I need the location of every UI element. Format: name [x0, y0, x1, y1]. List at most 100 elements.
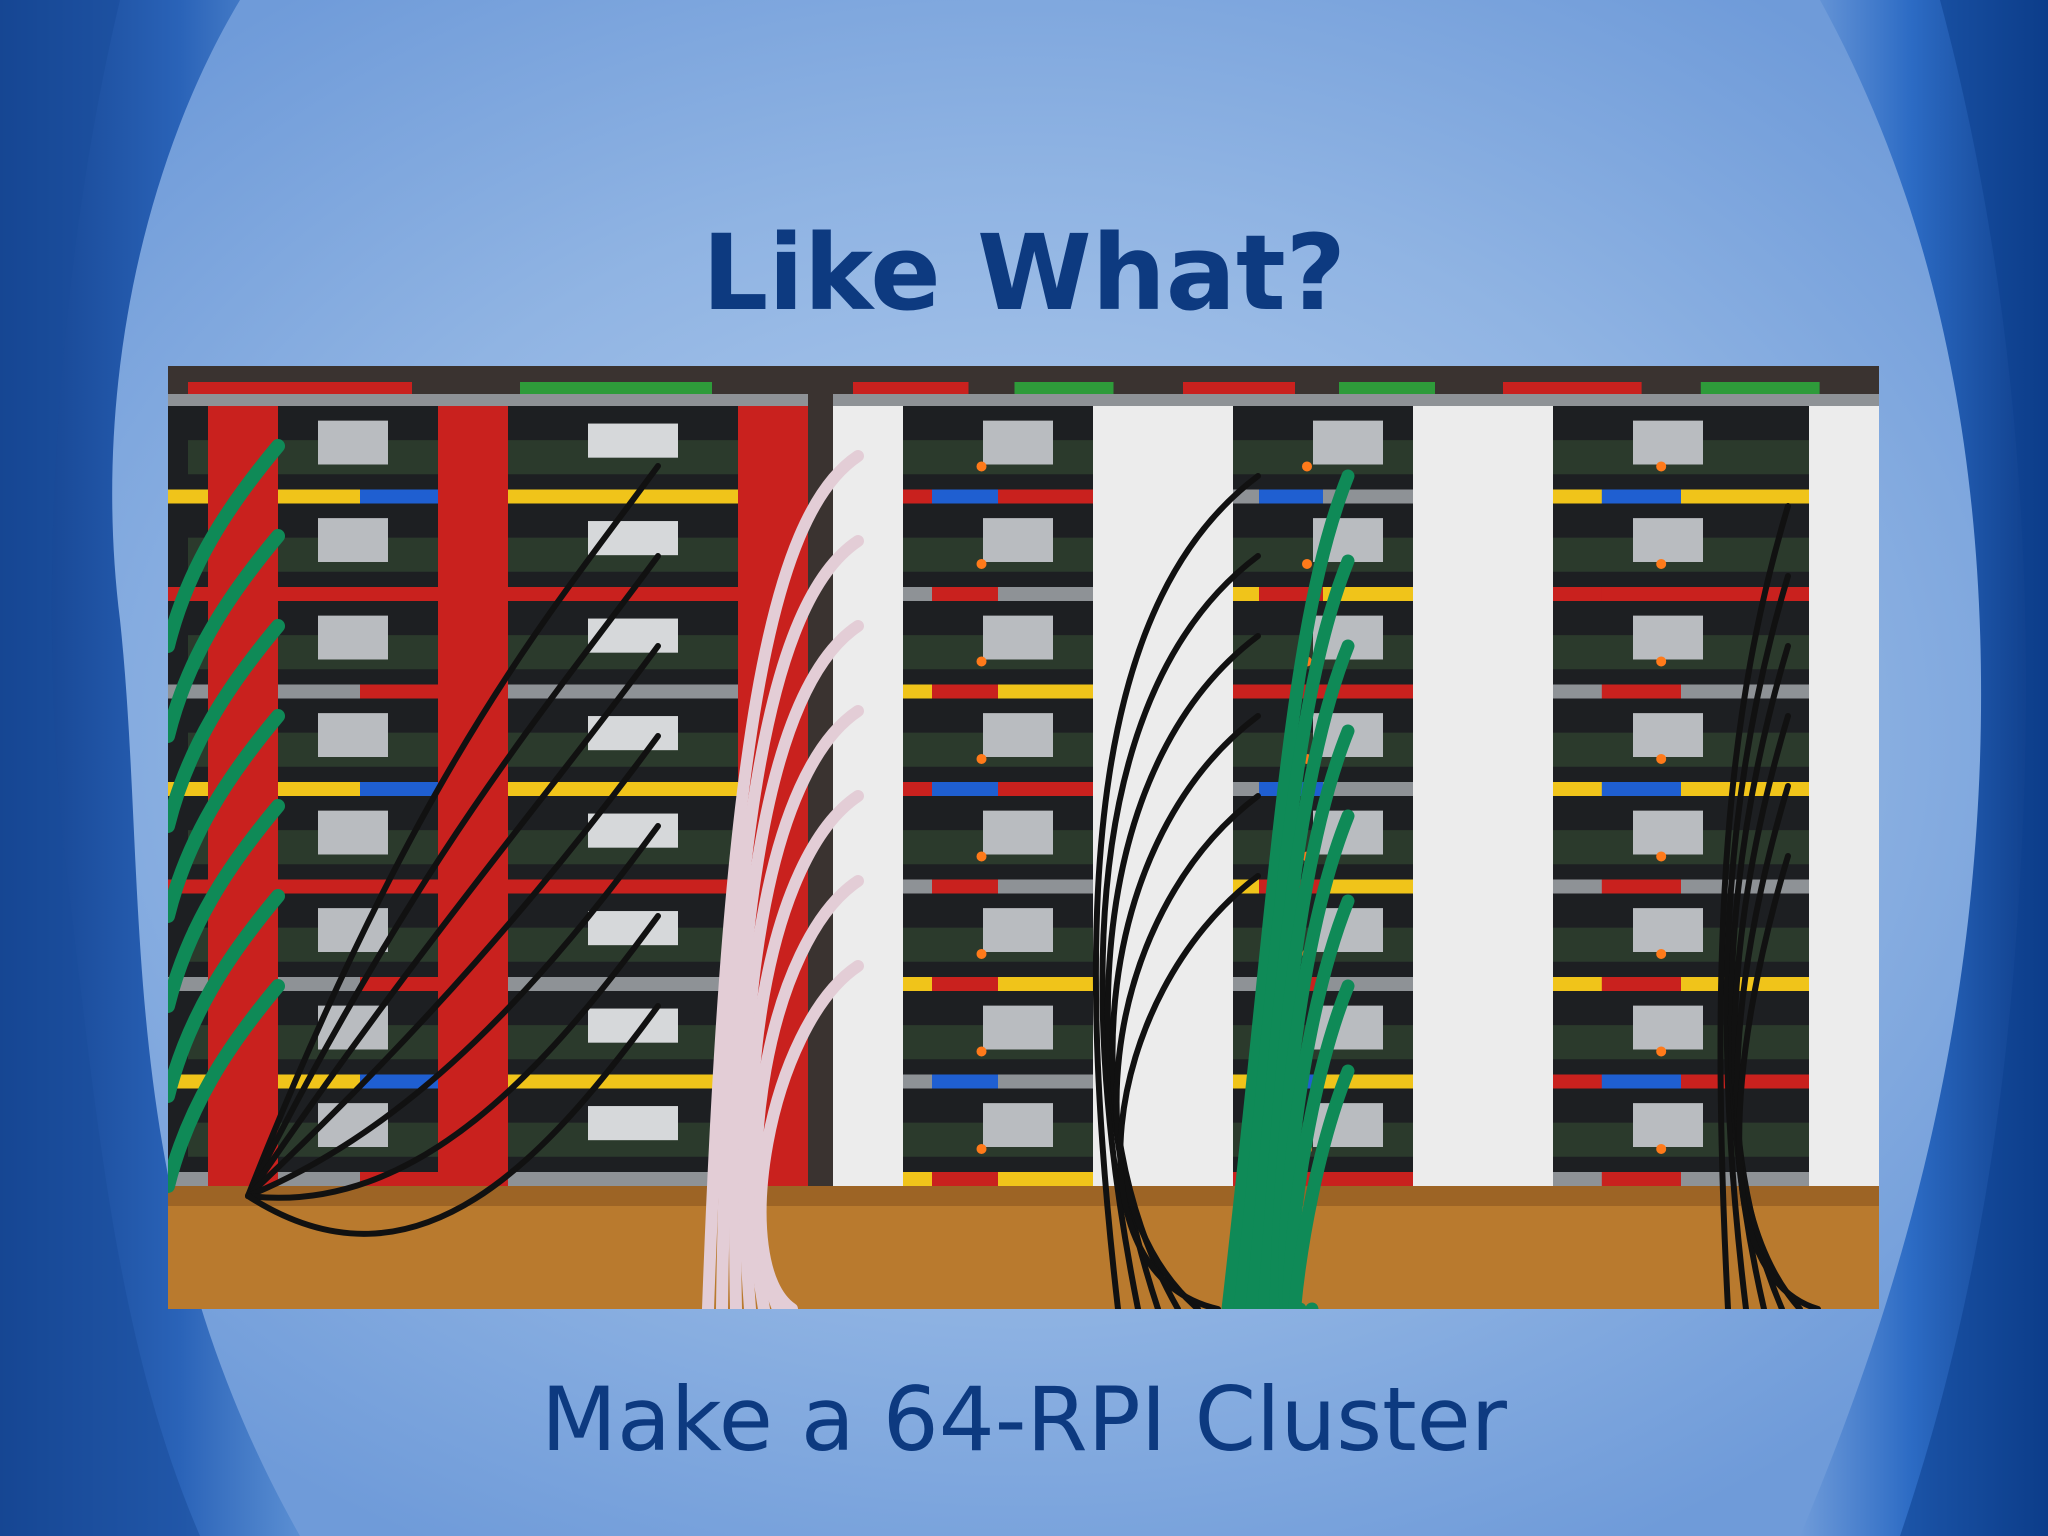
ethernet-cable-green — [1221, 469, 1355, 1309]
usb-port — [1633, 518, 1703, 562]
lego-pillar — [1163, 406, 1233, 1186]
usb-port — [983, 908, 1053, 952]
status-led — [1302, 461, 1312, 472]
status-led — [976, 656, 987, 667]
power-cable-black — [245, 733, 661, 1199]
ethernet-cable-green — [1282, 979, 1355, 1309]
ethernet-cable-green — [168, 709, 285, 923]
lego-layer-accent — [932, 1172, 998, 1186]
usb-port — [983, 810, 1053, 855]
tower-top-bricks — [853, 382, 969, 394]
ethernet-cable-green — [1257, 724, 1355, 1309]
usb-port — [1633, 420, 1703, 465]
status-led — [976, 851, 987, 862]
ethernet-cable-green — [1288, 1064, 1355, 1309]
slide-subtitle: Make a 64-RPI Cluster — [541, 1368, 1507, 1471]
usb-port — [318, 713, 388, 757]
cluster-photo-illustration — [168, 366, 1879, 1309]
lego-layer-accent — [1601, 1172, 1681, 1186]
status-led — [976, 1143, 987, 1154]
tower-top-bricks — [1014, 382, 1114, 394]
status-led — [1656, 948, 1667, 959]
power-cable-black — [245, 913, 661, 1201]
status-led — [1656, 851, 1667, 862]
power-cable-black — [1723, 573, 1791, 1309]
power-cable-black — [245, 463, 661, 1199]
slide-title: Like What? — [701, 212, 1346, 334]
ethernet-cable-green — [168, 529, 285, 743]
ethernet-cable-green — [168, 799, 285, 1013]
lego-layer-accent — [1601, 1074, 1681, 1089]
lego-layer-accent — [1601, 489, 1681, 504]
status-led — [976, 558, 987, 569]
ethernet-cable-green — [1233, 554, 1355, 1309]
power-cable-black — [1099, 553, 1261, 1309]
usb-port — [1633, 615, 1703, 660]
lego-pillar — [1483, 406, 1553, 1186]
tower-top-bricks — [1503, 382, 1642, 394]
power-cable-black — [1092, 473, 1261, 1309]
lego-layer-accent — [1259, 489, 1323, 504]
lego-layer-accent — [932, 587, 998, 601]
lego-layer-accent — [1601, 684, 1681, 699]
status-led — [1302, 558, 1312, 569]
board-connector — [588, 1106, 678, 1141]
ethernet-cable-green — [168, 979, 285, 1193]
ethernet-cable-pink — [754, 960, 864, 1309]
usb-port — [1313, 420, 1383, 465]
tower-top-bricks — [188, 382, 412, 394]
lego-layer-accent — [1601, 587, 1681, 601]
usb-port — [318, 908, 388, 952]
usb-port — [983, 1103, 1053, 1147]
status-led — [976, 461, 987, 472]
power-cable-black — [245, 553, 661, 1199]
power-cable-black — [1717, 503, 1791, 1309]
raspberry-pi-lego-cluster-photo — [168, 366, 1879, 1309]
lego-layer-accent — [932, 977, 998, 991]
ethernet-cable-pink — [729, 620, 864, 1309]
lego-pillar — [833, 406, 903, 1186]
usb-port — [318, 518, 388, 562]
usb-port — [318, 615, 388, 660]
usb-port — [318, 420, 388, 465]
status-led — [1656, 1143, 1667, 1154]
table-surface — [168, 1186, 1879, 1309]
lego-layer-accent — [1601, 782, 1681, 796]
status-led — [976, 948, 987, 959]
usb-port — [983, 518, 1053, 562]
board-connector — [588, 911, 678, 946]
status-led — [976, 1046, 987, 1057]
usb-port — [318, 810, 388, 855]
tower-top-bricks — [1700, 382, 1820, 394]
status-led — [976, 753, 987, 764]
lego-layer-accent — [932, 489, 998, 504]
power-cable-black — [1736, 853, 1821, 1309]
lego-pillar — [1413, 406, 1483, 1186]
usb-port — [983, 615, 1053, 660]
lego-layer-accent — [1601, 977, 1681, 991]
usb-port — [1633, 810, 1703, 855]
tower-top-bricks — [1183, 382, 1295, 394]
usb-port — [1633, 908, 1703, 952]
lego-layer-accent — [932, 1074, 998, 1089]
status-led — [1656, 656, 1667, 667]
power-cable-black — [1113, 793, 1261, 1309]
power-cable-black — [1734, 783, 1803, 1309]
board-connector — [588, 618, 678, 653]
ethernet-cable-pink — [702, 450, 864, 1309]
ethernet-cable-pink — [738, 705, 864, 1309]
power-cable-black — [245, 643, 661, 1199]
lego-layer-accent — [932, 782, 998, 796]
ethernet-cable-green — [1245, 639, 1355, 1309]
board-connector — [588, 813, 678, 848]
ethernet-cable-green — [168, 619, 285, 833]
usb-port — [983, 1005, 1053, 1050]
ethernet-cable-green — [168, 439, 285, 653]
table-edge-shadow — [168, 1186, 1879, 1206]
ethernet-cable-green — [1269, 809, 1355, 1309]
tower-top-bricks — [520, 382, 712, 394]
lego-pillar — [1809, 406, 1879, 1186]
lego-layer-accent — [1601, 879, 1681, 894]
usb-port — [1633, 1103, 1703, 1147]
